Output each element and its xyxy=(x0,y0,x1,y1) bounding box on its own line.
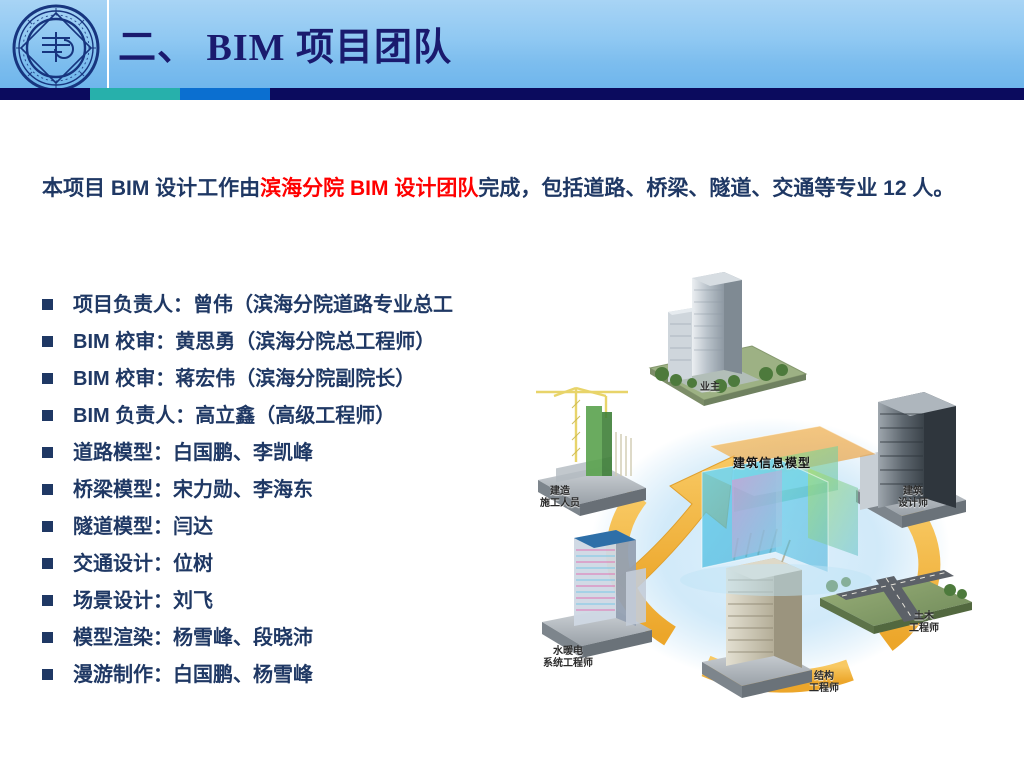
intro-paragraph-highlight: 滨海分院 BIM 设计团队 xyxy=(260,177,479,200)
diagram-node-architect: 建筑 设计师 xyxy=(898,486,928,509)
slide-header: 二、 BIM 项目团队 xyxy=(0,0,1024,91)
institutional-seal-icon xyxy=(10,1,102,94)
diagram-node-mep: 水暖电 系统工程师 xyxy=(543,646,593,669)
list-item-label: 隧道模型：闫达 xyxy=(73,516,213,538)
list-item[interactable]: 桥梁模型：宋力勋、李海东 xyxy=(42,475,562,512)
intro-paragraph-part2: 完成，包括道路、桥梁、隧道、交通等专业 12 人。 xyxy=(478,177,955,200)
diagram-node-builder: 建造 施工人员 xyxy=(540,486,580,509)
list-item[interactable]: 道路模型：白国鹏、李凯峰 xyxy=(42,438,562,475)
header-divider xyxy=(107,0,109,88)
page-title: 二、 BIM 项目团队 xyxy=(118,27,453,69)
list-item-label: 模型渲染：杨雪峰、段晓沛 xyxy=(73,627,313,649)
list-item-label: 项目负责人：曾伟（滨海分院道路专业总工 xyxy=(73,294,453,316)
list-item[interactable]: BIM 校审：蒋宏伟（滨海分院副院长） xyxy=(42,364,562,401)
list-item[interactable]: 场景设计：刘飞 xyxy=(42,586,562,623)
square-bullet-icon xyxy=(42,373,53,384)
square-bullet-icon xyxy=(42,632,53,643)
list-item-label: 交通设计：位树 xyxy=(73,553,213,575)
diagram-node-owner: 业主 xyxy=(700,382,720,393)
square-bullet-icon xyxy=(42,669,53,680)
square-bullet-icon xyxy=(42,447,53,458)
list-item-label: 场景设计：刘飞 xyxy=(73,590,213,612)
square-bullet-icon xyxy=(42,595,53,606)
list-item-label: BIM 负责人：高立鑫（高级工程师） xyxy=(73,405,396,427)
diagram-node-civil: 土木 工程师 xyxy=(909,611,939,634)
accent-segment-navy-left xyxy=(0,88,90,100)
list-item[interactable]: BIM 校审：黄思勇（滨海分院总工程师） xyxy=(42,327,562,364)
intro-paragraph: 本项目 BIM 设计工作由滨海分院 BIM 设计团队完成，包括道路、桥梁、隧道、… xyxy=(42,170,982,208)
square-bullet-icon xyxy=(42,299,53,310)
diagram-center-label: 建筑信息模型 xyxy=(732,456,811,470)
list-item-label: 漫游制作：白国鹏、杨雪峰 xyxy=(73,664,313,686)
list-item[interactable]: 交通设计：位树 xyxy=(42,549,562,586)
team-member-list: 项目负责人：曾伟（滨海分院道路专业总工 BIM 校审：黄思勇（滨海分院总工程师）… xyxy=(42,290,562,697)
list-item[interactable]: 漫游制作：白国鹏、杨雪峰 xyxy=(42,660,562,697)
accent-segment-navy-right xyxy=(270,88,1024,100)
list-item-label: 道路模型：白国鹏、李凯峰 xyxy=(73,442,313,464)
square-bullet-icon xyxy=(42,558,53,569)
list-item[interactable]: 模型渲染：杨雪峰、段晓沛 xyxy=(42,623,562,660)
square-bullet-icon xyxy=(42,336,53,347)
accent-segment-teal xyxy=(90,88,180,100)
list-item-label: BIM 校审：蒋宏伟（滨海分院副院长） xyxy=(73,368,416,390)
header-accent-bar xyxy=(0,88,1024,100)
list-item[interactable]: 隧道模型：闫达 xyxy=(42,512,562,549)
list-item[interactable]: BIM 负责人：高立鑫（高级工程师） xyxy=(42,401,562,438)
bim-lifecycle-diagram: 建筑信息模型 业主 建造 施工人员 水暖电 系统工程师 结构 工程师 土木 工程… xyxy=(520,250,1020,750)
diagram-node-structural: 结构 工程师 xyxy=(809,671,839,694)
list-item[interactable]: 项目负责人：曾伟（滨海分院道路专业总工 xyxy=(42,290,562,327)
list-item-label: 桥梁模型：宋力勋、李海东 xyxy=(73,479,313,501)
square-bullet-icon xyxy=(42,410,53,421)
square-bullet-icon xyxy=(42,521,53,532)
list-item-label: BIM 校审：黄思勇（滨海分院总工程师） xyxy=(73,331,436,353)
accent-segment-blue xyxy=(180,88,270,100)
square-bullet-icon xyxy=(42,484,53,495)
intro-paragraph-part1: 本项目 BIM 设计工作由 xyxy=(42,177,261,200)
